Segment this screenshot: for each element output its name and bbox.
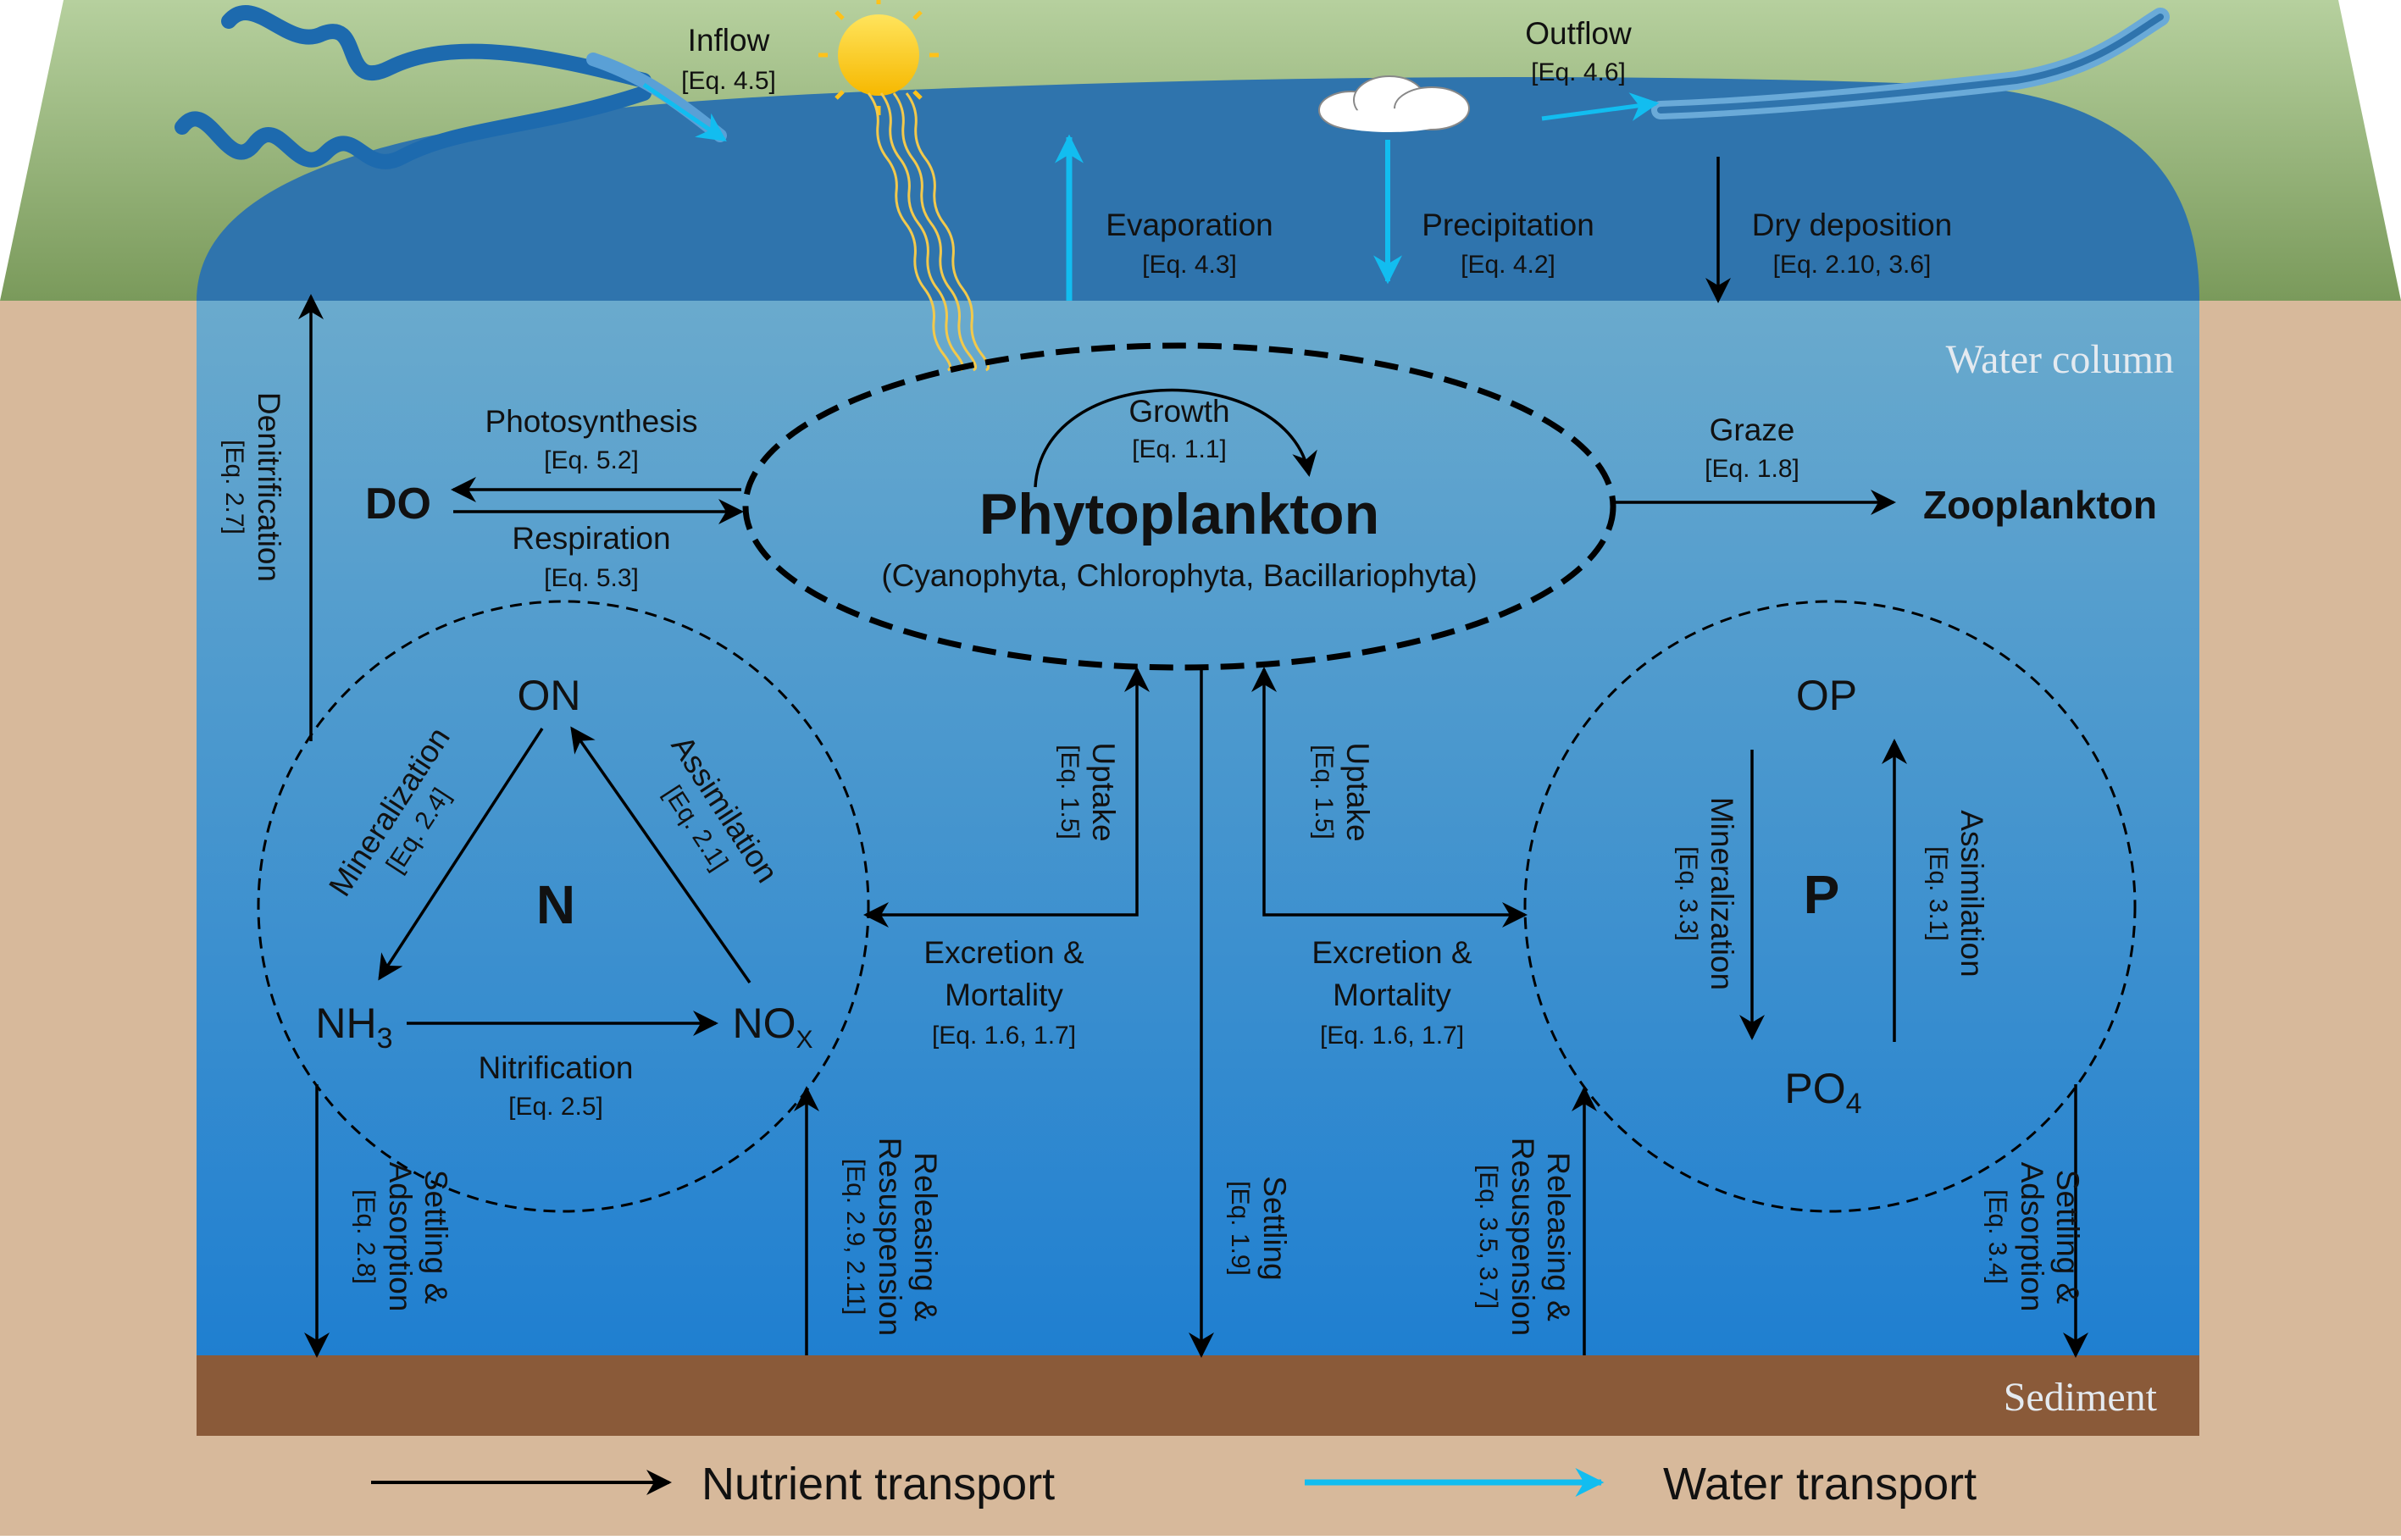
excretion-left-eq: [Eq. 1.6, 1.7]: [932, 1022, 1076, 1050]
n-releasing-eq: [Eq. 2.9, 2.11]: [841, 1159, 869, 1316]
uptake-left-arrow: [863, 667, 1150, 928]
settling-center-eq: [Eq. 1.9]: [1226, 1181, 1254, 1276]
excretion-right-line1: Excretion &: [1311, 935, 1472, 970]
excretion-right-line2: Mortality: [1333, 978, 1451, 1012]
po4-sub: 4: [1846, 1088, 1862, 1120]
sediment-layer: [197, 1355, 2199, 1436]
excretion-left-line1: Excretion &: [923, 935, 1084, 970]
settling-center-label: Settling: [1257, 1176, 1292, 1280]
uptake-left-group: Uptake [Eq. 1.5]: [1056, 742, 1121, 841]
n-releasing-group: Releasing & Resuspension [Eq. 2.9, 2.11]: [841, 1138, 943, 1336]
p-settling-group: Settling & Adsorption [Eq. 3.4]: [1983, 1162, 2085, 1312]
n-releasing-line2: Resuspension: [873, 1138, 907, 1336]
p-settling-eq: [Eq. 3.4]: [1983, 1189, 2011, 1284]
n-releasing-line1: Releasing &: [908, 1152, 943, 1321]
p-releasing-group: Releasing & Resuspension [Eq. 3.5, 3.7]: [1474, 1138, 1576, 1336]
settling-center-group: Settling [Eq. 1.9]: [1226, 1176, 1292, 1280]
inflow-eq: [Eq. 4.5]: [681, 67, 776, 95]
uptake-right-arrow: [1251, 667, 1528, 928]
dry-deposition-eq: [Eq. 2.10, 3.6]: [1773, 251, 1932, 279]
n-assimilation-arrow: [570, 726, 751, 984]
p-assimilation-label: Assimilation: [1955, 810, 1989, 977]
nh3-sub: 3: [377, 1022, 393, 1055]
outflow-river: [1651, 8, 2170, 119]
p-mineralization-label: Mineralization: [1705, 797, 1739, 990]
respiration-label: Respiration: [512, 521, 670, 556]
uptake-right-group: Uptake [Eq. 1.5]: [1310, 742, 1375, 841]
p-settling-line1: Settling &: [2050, 1170, 2085, 1305]
p-assimilation-eq: [Eq. 3.1]: [1924, 846, 1952, 941]
growth-eq: [Eq. 1.1]: [1132, 435, 1227, 463]
phytoplankton-subtitle: (Cyanophyta, Chlorophyta, Bacillariophyt…: [881, 558, 1477, 593]
uptake-right-eq: [Eq. 1.5]: [1310, 745, 1338, 839]
p-mineralization-eq: [Eq. 3.3]: [1674, 846, 1702, 941]
nitrogen-cycle-circle: [257, 600, 870, 1213]
nitrification-eq: [Eq. 2.5]: [508, 1093, 603, 1121]
p-releasing-line1: Releasing &: [1541, 1152, 1576, 1321]
uptake-left-eq: [Eq. 1.5]: [1056, 745, 1084, 839]
growth-arrow: [1034, 388, 1317, 488]
uptake-right-label: Uptake: [1340, 742, 1375, 841]
phytoplankton-ellipse: [742, 342, 1616, 671]
nitrification-label: Nitrification: [479, 1050, 634, 1085]
photosynthesis-eq: [Eq. 5.2]: [544, 446, 639, 474]
legend-nutrient-label: Nutrient transport: [701, 1459, 1055, 1510]
precipitation-eq: [Eq. 4.2]: [1461, 251, 1555, 279]
p-releasing-line2: Resuspension: [1505, 1138, 1540, 1336]
inflow-arrow: [642, 82, 727, 142]
op-node: OP: [1796, 672, 1857, 719]
n-symbol: N: [536, 874, 575, 935]
cloud-icon: [1318, 75, 1470, 132]
nox-node: NOX: [732, 1000, 812, 1054]
sediment-label: Sediment: [2004, 1375, 2158, 1420]
p-settling-line2: Adsorption: [2015, 1162, 2049, 1312]
excretion-right-eq: [Eq. 1.6, 1.7]: [1320, 1022, 1464, 1050]
n-mineralization-arrow: [378, 728, 544, 981]
evaporation-label: Evaporation: [1106, 208, 1273, 242]
evaporation-eq: [Eq. 4.3]: [1142, 251, 1237, 279]
nox-base: NO: [732, 1000, 796, 1047]
denitrification-label: Denitrification: [252, 392, 286, 582]
do-label: DO: [365, 479, 431, 529]
outflow-eq: [Eq. 4.6]: [1531, 58, 1626, 86]
excretion-left-line2: Mortality: [945, 978, 1063, 1012]
phytoplankton-title: Phytoplankton: [979, 482, 1379, 546]
po4-node: PO4: [1784, 1065, 1861, 1120]
respiration-eq: [Eq. 5.3]: [544, 564, 639, 592]
p-symbol: P: [1804, 864, 1840, 925]
denitrification-eq: [Eq. 2.7]: [220, 440, 248, 535]
graze-label: Graze: [1710, 413, 1795, 447]
growth-label: Growth: [1128, 394, 1229, 429]
n-settling-line2: Adsorption: [383, 1162, 418, 1312]
po4-base: PO: [1784, 1065, 1845, 1112]
nh3-node: NH3: [315, 1000, 392, 1055]
denitrification-group: Denitrification [Eq. 2.7]: [220, 392, 286, 582]
outflow-arrow: [1541, 92, 1660, 121]
water-column-label: Water column: [1946, 337, 2174, 382]
photosynthesis-label: Photosynthesis: [485, 404, 698, 439]
dry-deposition-label: Dry deposition: [1752, 208, 1953, 242]
outflow-label: Outflow: [1525, 16, 1632, 51]
sunlight-rays: [867, 92, 990, 372]
inflow-label: Inflow: [688, 23, 770, 58]
n-settling-group: Settling & Adsorption [Eq. 2.8]: [352, 1162, 453, 1312]
phosphorus-cycle-circle: [1523, 600, 2137, 1213]
graze-eq: [Eq. 1.8]: [1705, 455, 1799, 483]
precipitation-label: Precipitation: [1422, 208, 1594, 242]
p-releasing-eq: [Eq. 3.5, 3.7]: [1474, 1165, 1502, 1309]
p-mineralization-group: Mineralization [Eq. 3.3]: [1674, 797, 1739, 990]
uptake-left-label: Uptake: [1086, 742, 1121, 841]
water-column: [197, 301, 2199, 1355]
legend-water-label: Water transport: [1663, 1459, 1977, 1510]
zooplankton-label: Zooplankton: [1923, 483, 2157, 527]
n-settling-line1: Settling &: [419, 1170, 453, 1305]
on-node: ON: [518, 672, 581, 719]
nox-sub: X: [796, 1026, 812, 1054]
n-settling-eq: [Eq. 2.8]: [352, 1189, 380, 1284]
nh3-base: NH: [315, 1000, 376, 1047]
sun-icon: [818, 0, 939, 115]
p-assimilation-group: Assimilation [Eq. 3.1]: [1924, 810, 1989, 977]
